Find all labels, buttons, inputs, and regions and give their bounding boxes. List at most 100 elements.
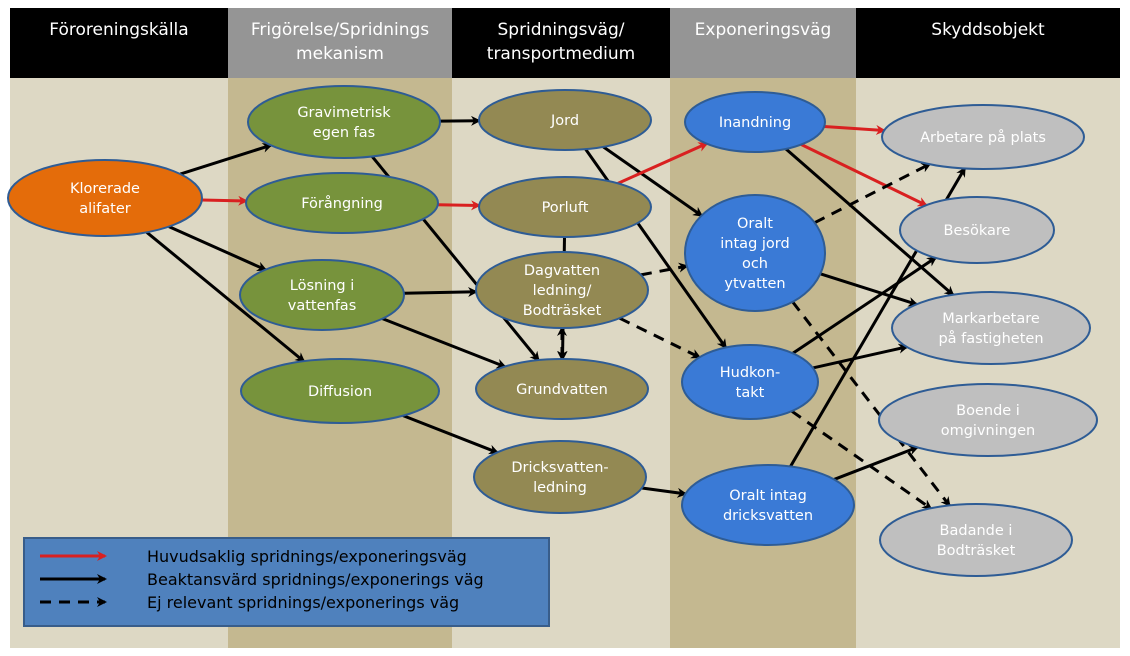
nodes: Klorerade alifater Gravimetrisk egen fasFör… bbox=[7, 85, 1098, 577]
node-label-losning: vattenfas bbox=[288, 298, 357, 314]
node-label-dagvatten: Bodträsket bbox=[523, 303, 602, 319]
arrow-porluft-to-inandning bbox=[617, 142, 709, 185]
node-jord: Jord bbox=[478, 89, 652, 151]
node-shape-arbetare bbox=[881, 104, 1085, 170]
arrow-oralt_dricks-to-boende bbox=[833, 445, 920, 481]
node-label-losning: Lösning i bbox=[290, 278, 355, 294]
node-shape-klorerade bbox=[7, 159, 203, 237]
node-label-porluft: Porluft bbox=[542, 200, 589, 216]
node-dricksvattenledning: Dricksvatten-ledning bbox=[473, 440, 647, 514]
arrow-dagvatten-to-hudkontakt bbox=[618, 316, 702, 359]
node-shape-forangning bbox=[245, 172, 439, 234]
arrow-inandning-to-markarbetare bbox=[784, 147, 955, 297]
arrow-forangning-to-porluft bbox=[437, 200, 482, 211]
node-label-klorerade: Klorerade bbox=[70, 181, 140, 197]
node-label-oralt_jord: och bbox=[742, 256, 768, 272]
node-label-badande: Bodträsket bbox=[937, 543, 1016, 559]
arrow-hudkontakt-to-markarbetare bbox=[812, 343, 909, 370]
column-header-bg-3 bbox=[452, 8, 670, 78]
arrow-klorerade-to-gravimetrisk bbox=[179, 142, 273, 176]
node-shape-boende bbox=[878, 383, 1098, 457]
column-header-bg-1 bbox=[10, 8, 228, 78]
legend: Huvudsaklig spridnings/exponeringsvägBea… bbox=[23, 537, 550, 627]
arrow-diffusion-to-dricksvattenledning bbox=[402, 414, 500, 455]
node-shape-dricksvattenledning bbox=[473, 440, 647, 514]
node-shape-badande bbox=[879, 503, 1073, 577]
arrow-klorerade-to-losning bbox=[168, 225, 268, 272]
node-shape-diffusion bbox=[240, 358, 440, 424]
node-markarbetare: Markarbetare på fastigheten bbox=[891, 291, 1091, 365]
node-hudkontakt: Hudkon-takt bbox=[681, 344, 819, 420]
arrow-hudkontakt-to-besokare bbox=[792, 256, 938, 355]
node-gravimetrisk: Gravimetrisk egen fas bbox=[247, 85, 441, 159]
arrow-losning-to-grundvatten bbox=[381, 317, 507, 369]
node-shape-grundvatten bbox=[475, 358, 649, 420]
column-header-h2: Frigörelse/Spridnings bbox=[251, 20, 429, 40]
node-diffusion: Diffusion bbox=[240, 358, 440, 424]
node-label-grundvatten: Grundvatten bbox=[516, 382, 608, 398]
node-label-dricksvattenledning: ledning bbox=[533, 480, 587, 496]
node-label-inandning: Inandning bbox=[719, 115, 791, 131]
node-label-besokare: Besökare bbox=[944, 223, 1011, 239]
node-shape-oralt_jord bbox=[684, 194, 826, 312]
column-header-h3: transportmedium bbox=[487, 44, 635, 64]
node-label-dagvatten: Dagvatten bbox=[524, 263, 600, 279]
node-label-jord: Jord bbox=[550, 113, 579, 129]
node-shape-porluft bbox=[478, 176, 652, 238]
node-label-hudkontakt: Hudkon- bbox=[720, 365, 780, 381]
node-shape-losning bbox=[239, 259, 405, 331]
node-label-hudkontakt: takt bbox=[736, 385, 765, 401]
column-header-bg-2 bbox=[228, 8, 452, 78]
node-arbetare: Arbetare på plats bbox=[881, 104, 1085, 170]
node-forangning: Förångning bbox=[245, 172, 439, 234]
node-label-markarbetare: på fastigheten bbox=[938, 330, 1043, 347]
node-label-diffusion: Diffusion bbox=[308, 384, 372, 400]
node-label-klorerade: alifater bbox=[79, 201, 131, 217]
node-oralt_jord: Oralt intag jord och ytvatten bbox=[684, 194, 826, 312]
node-inandning: Inandning bbox=[684, 91, 826, 153]
arrow-jord-to-oralt_jord bbox=[602, 145, 704, 217]
legend-label-main: Huvudsaklig spridnings/exponeringsväg bbox=[147, 547, 467, 566]
node-label-oralt_jord: ytvatten bbox=[724, 276, 785, 292]
node-klorerade: Klorerade alifater bbox=[7, 159, 203, 237]
column-header-h3: Spridningsväg/ bbox=[497, 20, 624, 40]
column-headers: Föroreningskälla Frigörelse/Spridnings mek… bbox=[10, 8, 1120, 78]
arrow-oralt_jord-to-arbetare bbox=[813, 162, 932, 224]
arrow-dricksvattenledning-to-oralt_dricks bbox=[641, 486, 688, 498]
node-label-oralt_jord: intag jord bbox=[720, 236, 789, 252]
column-header-bg-5 bbox=[856, 8, 1120, 78]
node-losning: Lösning i vattenfas bbox=[239, 259, 405, 331]
arrow-klorerade-to-forangning bbox=[201, 195, 249, 206]
column-header-h5: Skyddsobjekt bbox=[931, 20, 1045, 40]
node-badande: Badande i Bodträsket bbox=[879, 503, 1073, 577]
node-shape-gravimetrisk bbox=[247, 85, 441, 159]
node-boende: Boende i omgivningen bbox=[878, 383, 1098, 457]
node-porluft: Porluft bbox=[478, 176, 652, 238]
node-label-oralt_jord: Oralt bbox=[737, 216, 773, 232]
node-label-boende: Boende i bbox=[956, 403, 1020, 419]
node-shape-dagvatten bbox=[475, 251, 649, 329]
column-header-h2: mekanism bbox=[296, 44, 384, 64]
arrow-inandning-to-arbetare bbox=[824, 124, 887, 135]
node-label-forangning: Förångning bbox=[301, 195, 383, 212]
node-label-markarbetare: Markarbetare bbox=[942, 311, 1040, 327]
column-header-h1: Föroreningskälla bbox=[49, 20, 188, 40]
legend-label-not_relevant: Ej relevant spridnings/exponerings väg bbox=[147, 593, 459, 612]
node-label-gravimetrisk: Gravimetrisk bbox=[297, 105, 391, 121]
node-grundvatten: Grundvatten bbox=[475, 358, 649, 420]
node-shape-markarbetare bbox=[891, 291, 1091, 365]
arrow-inandning-to-besokare bbox=[800, 143, 928, 207]
arrow-dagvatten-to-oralt_jord bbox=[640, 262, 689, 277]
node-shape-inandning bbox=[684, 91, 826, 153]
arrow-losning-to-dagvatten bbox=[403, 286, 479, 297]
node-label-arbetare: Arbetare på plats bbox=[920, 129, 1046, 146]
node-label-badande: Badande i bbox=[940, 523, 1013, 539]
column-header-h4: Exponeringsväg bbox=[695, 20, 832, 40]
node-label-gravimetrisk: egen fas bbox=[313, 125, 375, 141]
node-label-oralt_dricks: dricksvatten bbox=[723, 508, 813, 524]
node-label-boende: omgivningen bbox=[941, 423, 1036, 439]
legend-label-significant: Beaktansvärd spridnings/exponerings väg bbox=[147, 570, 484, 589]
